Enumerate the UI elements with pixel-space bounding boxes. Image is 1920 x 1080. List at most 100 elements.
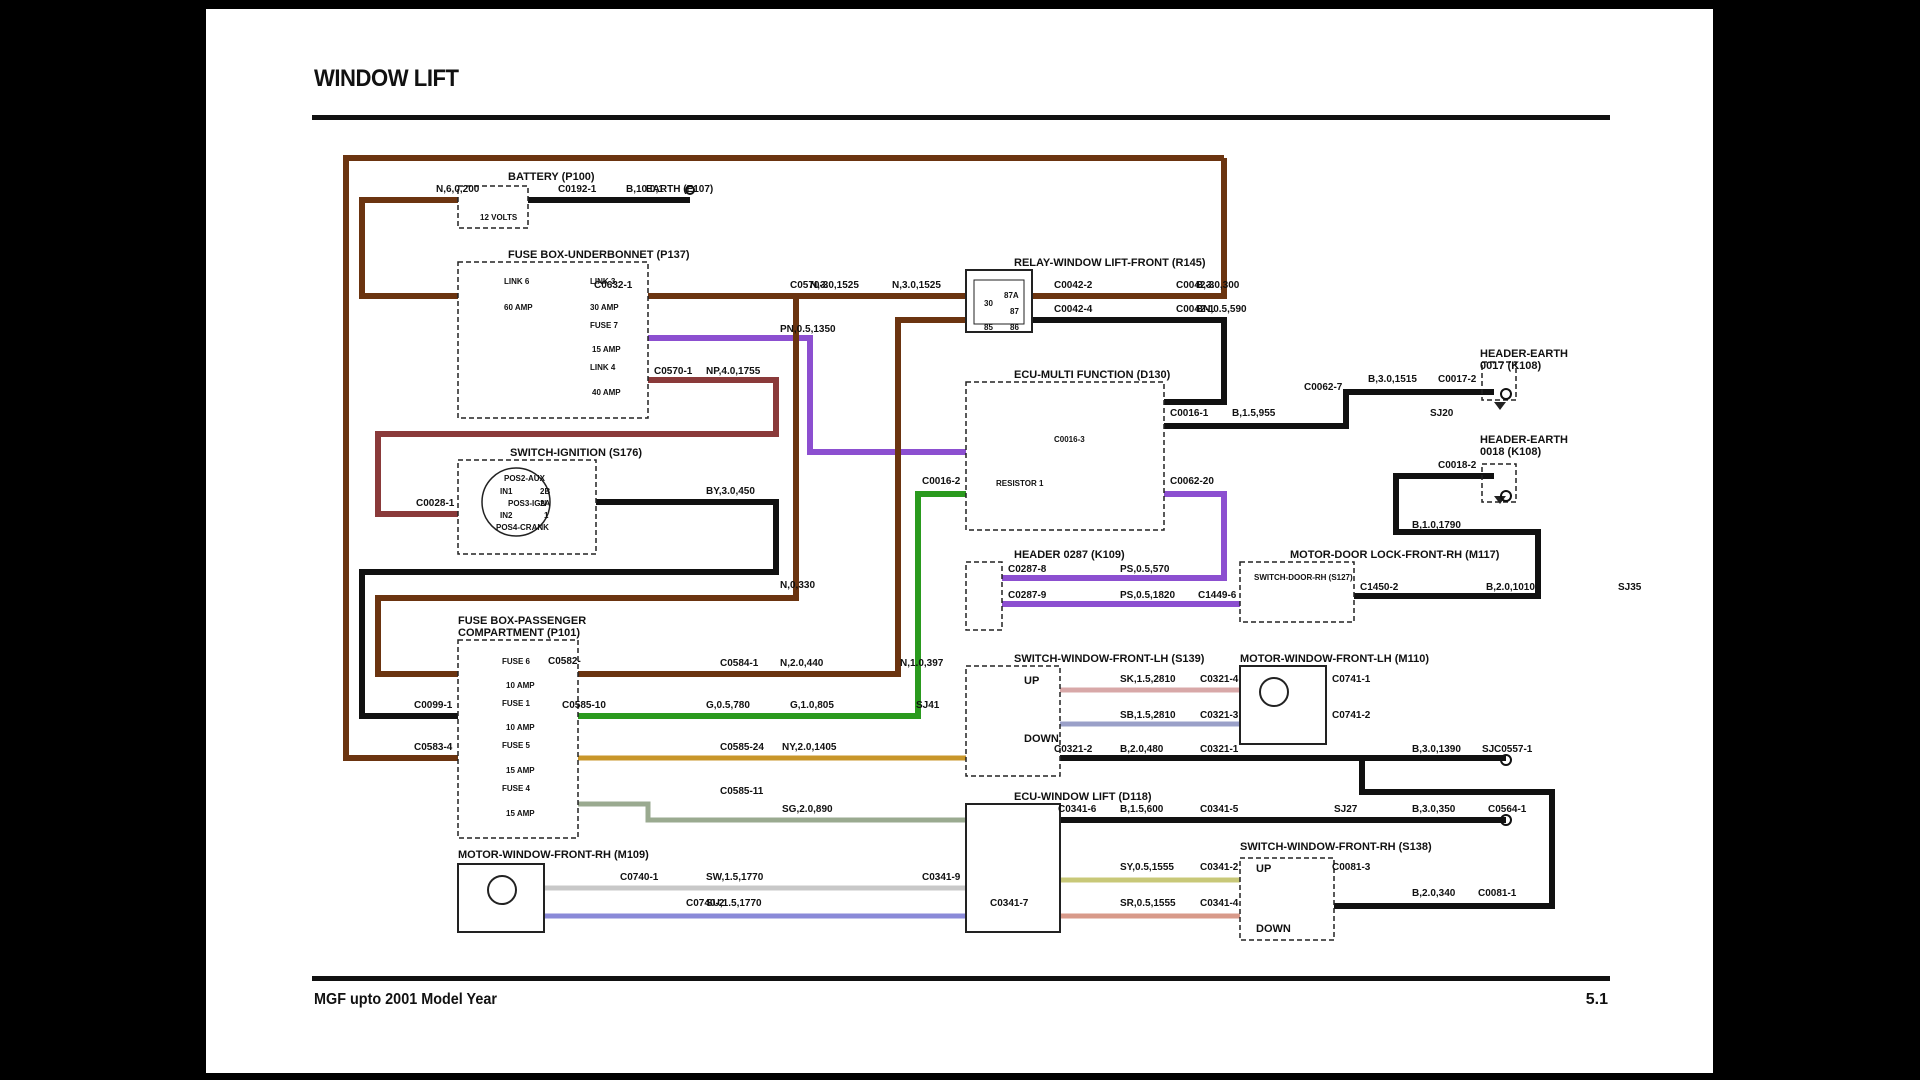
motor-lh-icon: [1259, 677, 1289, 707]
c0564-label: C0564-1: [1488, 804, 1527, 815]
motor-rh-icon: [487, 875, 517, 905]
link6-amp-label: 60 AMP: [504, 303, 533, 312]
c0341-4-label: C0341-4: [1200, 898, 1239, 909]
c0341-6-label: C0341-6: [1058, 804, 1097, 815]
earth-icon: [1494, 402, 1506, 410]
wire-su-label: SU,1.5,1770: [706, 898, 762, 909]
battery-box: [457, 185, 529, 229]
terminal-icon: [1500, 814, 1512, 826]
c0042-4-label: C0042-4: [1054, 304, 1093, 315]
fuse5-amp: 15 AMP: [506, 766, 535, 775]
motor-rh-box: [457, 863, 545, 933]
fuse7-label: FUSE 7: [590, 321, 619, 330]
switch-lh-label: SWITCH-WINDOW-FRONT-LH (S139): [1014, 653, 1205, 665]
ign-in2: IN2: [500, 511, 513, 520]
terminal-icon: [1500, 490, 1512, 502]
ecu-mf-label: ECU-MULTI FUNCTION (D130): [1014, 369, 1171, 381]
wire-n6-label: N,6,0,200: [436, 184, 480, 195]
c0583-label: C0583-4: [414, 742, 453, 753]
c0585-24-label: C0585-24: [720, 742, 764, 753]
c0081-3-label: C0081-3: [1332, 862, 1371, 873]
switch-rh-down: DOWN: [1256, 923, 1291, 935]
wire-sk-label: SK,1.5,2810: [1120, 674, 1176, 685]
c0321-3-label: C0321-3: [1200, 710, 1239, 721]
wire-b15-600-label: B,1.5,600: [1120, 804, 1164, 815]
earth-e107-label: EARTH (E107): [646, 184, 713, 195]
wire-sy-label: SY,0.5,1555: [1120, 862, 1174, 873]
fuse-box-underbonnet: [457, 261, 649, 419]
fuse-box-passenger: [457, 639, 579, 839]
fuse1-amp: 10 AMP: [506, 723, 535, 732]
c0287-9-label: C0287-9: [1008, 590, 1047, 601]
wire-n1-label: N,1.0,397: [900, 658, 944, 669]
motor-rh-label: MOTOR-WINDOW-FRONT-RH (M109): [458, 849, 649, 861]
wire-b: [1354, 473, 1541, 599]
header-earth-0018-label1: HEADER-EARTH: [1480, 434, 1568, 446]
earth-symbols: [685, 185, 1512, 826]
c0321-4-label: C0321-4: [1200, 674, 1239, 685]
battery-label: BATTERY (P100): [508, 171, 595, 183]
ign-pos2: POS2-AUX: [504, 474, 546, 483]
earth-e107-icon: [685, 185, 695, 195]
link6-label: LINK 6: [504, 277, 530, 286]
c0016-1-label: C0016-1: [1170, 408, 1209, 419]
header-0287-label: HEADER 0287 (K109): [1014, 549, 1125, 561]
c0042-3-label: C0042-3: [1176, 280, 1215, 291]
fuse5-label: FUSE 5: [502, 741, 531, 750]
terminal-icon: [1500, 388, 1512, 400]
ignition-barrel: [481, 467, 551, 537]
fuse-box-underbonnet-label: FUSE BOX-UNDERBONNET (P137): [508, 249, 690, 261]
battery-voltage-label: 12 VOLTS: [480, 213, 518, 222]
c0321-2-label: C0321-2: [1054, 744, 1093, 755]
wire-g: [578, 491, 966, 719]
relay-coil-icon: [973, 279, 1025, 325]
wire-b3-1390-label: B,3.0,1390: [1412, 744, 1461, 755]
wire-n330-label: N,0,330: [780, 580, 815, 591]
wire-ps570-label: PS,0.5,570: [1120, 564, 1170, 575]
c0341-9-label: C0341-9: [922, 872, 961, 883]
wire-n: [343, 155, 1224, 761]
c0585-10-label: C0585-10: [562, 700, 606, 711]
wire-n-relay-label: N,3.0,1525: [892, 280, 941, 291]
c0341-2-label: C0341-2: [1200, 862, 1239, 873]
c0099-label: C0099-1: [414, 700, 453, 711]
wire-pn-label: PN,0.5,1350: [780, 324, 836, 335]
c0582-label: C0582-: [548, 656, 581, 667]
relay-label: RELAY-WINDOW LIFT-FRONT (R145): [1014, 257, 1206, 269]
wire-b: [1032, 317, 1227, 405]
fuse6-label: FUSE 6: [502, 657, 531, 666]
c1449-label: C1449-6: [1198, 590, 1237, 601]
c0287-8-label: C0287-8: [1008, 564, 1047, 575]
wire-n: [1032, 158, 1227, 299]
wire-labels: N,6,0,200 C0192-1 B,10.0,1 EARTH (E107) …: [414, 184, 1642, 909]
wire-p: [648, 335, 966, 455]
fuse-box-passenger-label1: FUSE BOX-PASSENGER: [458, 615, 586, 627]
door-switch-label: SWITCH-DOOR-RH (S127): [1254, 573, 1353, 582]
door-lock-label: MOTOR-DOOR LOCK-FRONT-RH (M117): [1290, 549, 1500, 561]
wire-b: [1334, 758, 1555, 909]
c0585-11-label: C0585-11: [720, 786, 764, 797]
header-earth-0017-label2: 0017 (K108): [1480, 360, 1541, 372]
wire-b3-1515-label: B,3.0,1515: [1368, 374, 1417, 385]
sj35-label: SJ35: [1618, 582, 1642, 593]
fuse-box-passenger-label2: COMPARTMENT (P101): [458, 627, 580, 639]
switch-lh-down: DOWN: [1024, 733, 1059, 745]
switch-lh-box: [965, 665, 1061, 777]
wire-sg-label: SG,2.0,890: [782, 804, 833, 815]
sj27-label: SJ27: [1334, 804, 1358, 815]
ign-2a: 2A: [540, 499, 550, 508]
c0192-label: C0192-1: [558, 184, 597, 195]
wire-n-c0570-label: N,3.0,1525: [810, 280, 859, 291]
fuse4-amp: 15 AMP: [506, 809, 535, 818]
page-title: WINDOW LIFT: [314, 65, 459, 92]
wire-n: [578, 317, 966, 677]
wire-g5-780-label: G,0.5,780: [706, 700, 750, 711]
wire-np: [375, 377, 779, 517]
earth-icon: [1494, 496, 1506, 504]
relay-85: 85: [984, 323, 993, 332]
c0741-1-label: C0741-1: [1332, 674, 1371, 685]
c0557-label: C0557-1: [1494, 744, 1533, 755]
link3-label: LINK 3: [590, 277, 616, 286]
c0017-label: C0017-2: [1438, 374, 1477, 385]
c0341-7-label: C0341-7: [990, 898, 1029, 909]
